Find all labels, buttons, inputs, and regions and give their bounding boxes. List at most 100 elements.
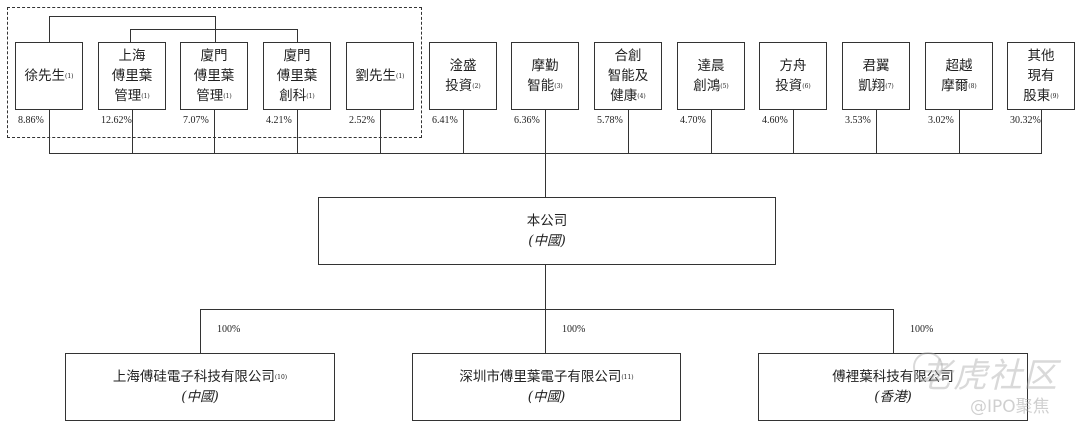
shareholder-box: 君翼凱翔(7)	[842, 42, 910, 110]
shareholding-percentage: 12.62%	[101, 115, 132, 126]
shareholding-percentage: 2.52%	[349, 115, 375, 126]
shareholder-box: 廈門傅里葉管理(1)	[180, 42, 248, 110]
shareholder-name-line: 傅里葉	[111, 68, 153, 84]
subsidiary-name-line: 上海傅硅電子科技有限公司(10)	[113, 367, 287, 387]
control-link-lower-right	[297, 29, 299, 42]
shareholder-box: 其他現有股東(9)	[1007, 42, 1075, 110]
shareholder-name-line: 投資(6)	[775, 76, 811, 96]
shareholder-drop-line	[793, 110, 795, 153]
shareholder-drop-line	[463, 110, 465, 153]
company-box: 本公司 (中國)	[318, 197, 776, 265]
shareholder-name-text: 健康	[610, 88, 638, 104]
subsidiary-jurisdiction: (中國)	[181, 389, 219, 405]
shareholder-box: 摩勤智能(3)	[511, 42, 579, 110]
footnote-ref: (1)	[306, 93, 315, 100]
shareholder-name-text: 管理	[196, 88, 224, 104]
footnote-ref: (1)	[65, 73, 74, 80]
footnote-ref: (6)	[802, 83, 811, 90]
footnote-ref: (7)	[885, 83, 894, 90]
shareholder-name-line: 淦盛	[449, 58, 477, 74]
shareholder-name-line: 劉先生(1)	[356, 66, 405, 86]
shareholder-box: 上海傅里葉管理(1)	[98, 42, 166, 110]
subsidiary-name: 上海傅硅電子科技有限公司	[112, 369, 275, 385]
shareholder-name-text: 智能	[527, 78, 555, 94]
shareholding-percentage: 3.53%	[845, 115, 871, 126]
shareholder-name-line: 摩爾(8)	[941, 76, 977, 96]
shareholder-drop-line	[49, 110, 51, 153]
shareholder-drop-line	[628, 110, 630, 153]
shareholder-name-line: 智能(3)	[527, 76, 563, 96]
shareholding-percentage: 4.60%	[762, 115, 788, 126]
control-link-lower-left	[130, 29, 132, 42]
shareholder-drop-line	[876, 110, 878, 153]
shareholder-drop-line	[297, 110, 299, 153]
watermark-logo-icon	[913, 352, 943, 382]
shareholder-box: 超越摩爾(8)	[925, 42, 993, 110]
footnote-ref: (4)	[637, 93, 646, 100]
subsidiary-name: 深圳市傅里葉電子有限公司	[459, 369, 622, 385]
shareholder-name-text: 凱翔	[858, 78, 886, 94]
shareholder-box: 廈門傅里葉創科(1)	[263, 42, 331, 110]
control-link-upper	[49, 16, 216, 18]
shareholder-name-line: 摩勤	[531, 58, 559, 74]
shareholder-name-line: 徐先生(1)	[25, 66, 74, 86]
footnote-ref: (1)	[223, 93, 232, 100]
footnote-ref: (11)	[621, 374, 634, 381]
subsidiary-box: 深圳市傅里葉電子有限公司(11) (中國)	[412, 353, 681, 421]
shareholder-name-line: 創鴻(5)	[693, 76, 729, 96]
subsidiary-percentage: 100%	[562, 324, 586, 335]
footnote-ref: (8)	[968, 83, 977, 90]
shareholder-name-line: 君翼	[862, 58, 890, 74]
shareholder-box: 徐先生(1)	[15, 42, 83, 110]
subsidiary-percentage: 100%	[217, 324, 241, 335]
watermark-handle: @IPO聚焦	[970, 397, 1050, 417]
shareholder-name-line: 達晨	[697, 58, 725, 74]
shareholder-drop-line	[1041, 110, 1043, 153]
company-to-subsidiary-bus-line	[545, 265, 547, 309]
shareholder-name-text: 創科	[279, 88, 307, 104]
footnote-ref: (3)	[554, 83, 563, 90]
footnote-ref: (5)	[720, 83, 729, 90]
bus-to-company-line	[545, 153, 547, 197]
subsidiary-jurisdiction: (香港)	[874, 389, 912, 405]
shareholder-name-text: 徐先生	[24, 68, 66, 84]
shareholder-name-text: 管理	[114, 88, 142, 104]
shareholder-drop-line	[214, 110, 216, 153]
shareholder-box: 方舟投資(6)	[759, 42, 827, 110]
shareholder-name-line: 傅里葉	[193, 68, 235, 84]
control-link-upper-left	[49, 16, 51, 42]
shareholding-percentage: 8.86%	[18, 115, 44, 126]
footnote-ref: (9)	[1050, 93, 1059, 100]
shareholder-name-text: 創鴻	[693, 78, 721, 94]
shareholder-name-line: 廈門	[283, 48, 311, 64]
shareholder-drop-line	[545, 110, 547, 153]
shareholder-name-line: 合創	[614, 48, 642, 64]
shareholder-name-text: 股東	[1023, 88, 1051, 104]
footnote-ref: (1)	[396, 73, 405, 80]
shareholder-name-line: 傅里葉	[276, 68, 318, 84]
subsidiary-name-line: 深圳市傅里葉電子有限公司(11)	[459, 367, 633, 387]
shareholder-drop-line	[711, 110, 713, 153]
shareholder-box: 合創智能及健康(4)	[594, 42, 662, 110]
shareholder-name-line: 股東(9)	[1023, 86, 1059, 106]
shareholding-percentage: 6.41%	[432, 115, 458, 126]
shareholding-percentage: 6.36%	[514, 115, 540, 126]
subsidiary-bus-line	[200, 309, 894, 311]
shareholder-name-line: 凱翔(7)	[858, 76, 894, 96]
subsidiary-jurisdiction: (中國)	[527, 389, 566, 405]
footnote-ref: (1)	[141, 93, 150, 100]
subsidiary-drop-line	[545, 309, 547, 353]
shareholder-name-line: 健康(4)	[610, 86, 646, 106]
shareholder-name-line: 智能及	[607, 68, 649, 84]
shareholder-name-text: 劉先生	[355, 68, 397, 84]
subsidiary-drop-line	[200, 309, 202, 353]
shareholder-name-text: 投資	[445, 78, 473, 94]
watermark-brand: 老虎社区	[918, 356, 1058, 396]
shareholder-name-line: 管理(1)	[114, 86, 150, 106]
shareholder-box: 達晨創鴻(5)	[677, 42, 745, 110]
shareholder-name-text: 投資	[775, 78, 803, 94]
subsidiary-box: 上海傅硅電子科技有限公司(10) (中國)	[65, 353, 335, 421]
shareholder-name-line: 其他	[1027, 48, 1055, 64]
shareholder-name-line: 管理(1)	[196, 86, 232, 106]
shareholder-box: 劉先生(1)	[346, 42, 414, 110]
